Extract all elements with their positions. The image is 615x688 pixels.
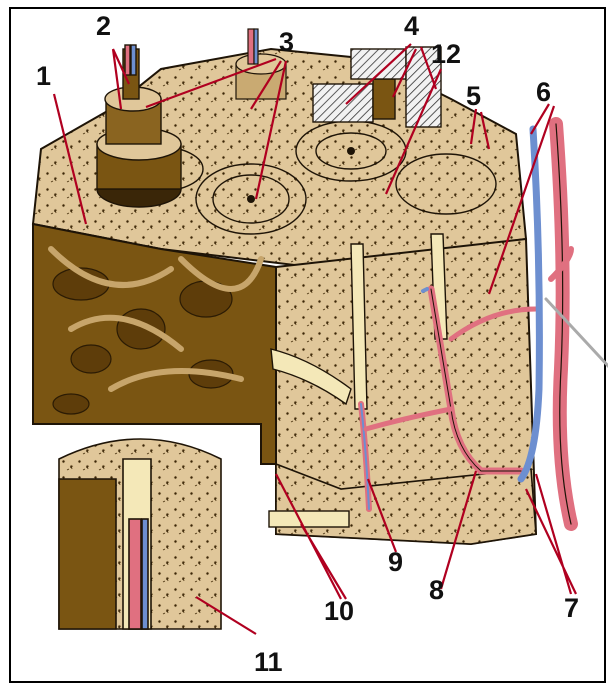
label-10: 10 xyxy=(324,596,354,626)
bone-structure-diagram: 1 2 3 4 5 6 7 8 9 10 11 12 xyxy=(11,9,608,685)
central-canal xyxy=(247,195,255,203)
label-9: 9 xyxy=(388,547,403,577)
inset-osteon xyxy=(59,439,221,629)
label-11: 11 xyxy=(254,647,283,677)
label-4: 4 xyxy=(404,11,419,41)
label-12: 12 xyxy=(431,39,461,69)
label-1: 1 xyxy=(36,61,51,91)
label-6: 6 xyxy=(536,77,551,107)
label-3: 3 xyxy=(279,27,294,57)
label-8: 8 xyxy=(429,575,444,605)
central-canal xyxy=(347,147,355,155)
diagram-frame: 1 2 3 4 5 6 7 8 9 10 11 12 xyxy=(9,7,606,683)
label-5: 5 xyxy=(466,81,481,111)
label-2: 2 xyxy=(96,11,111,41)
label-7: 7 xyxy=(564,593,579,623)
